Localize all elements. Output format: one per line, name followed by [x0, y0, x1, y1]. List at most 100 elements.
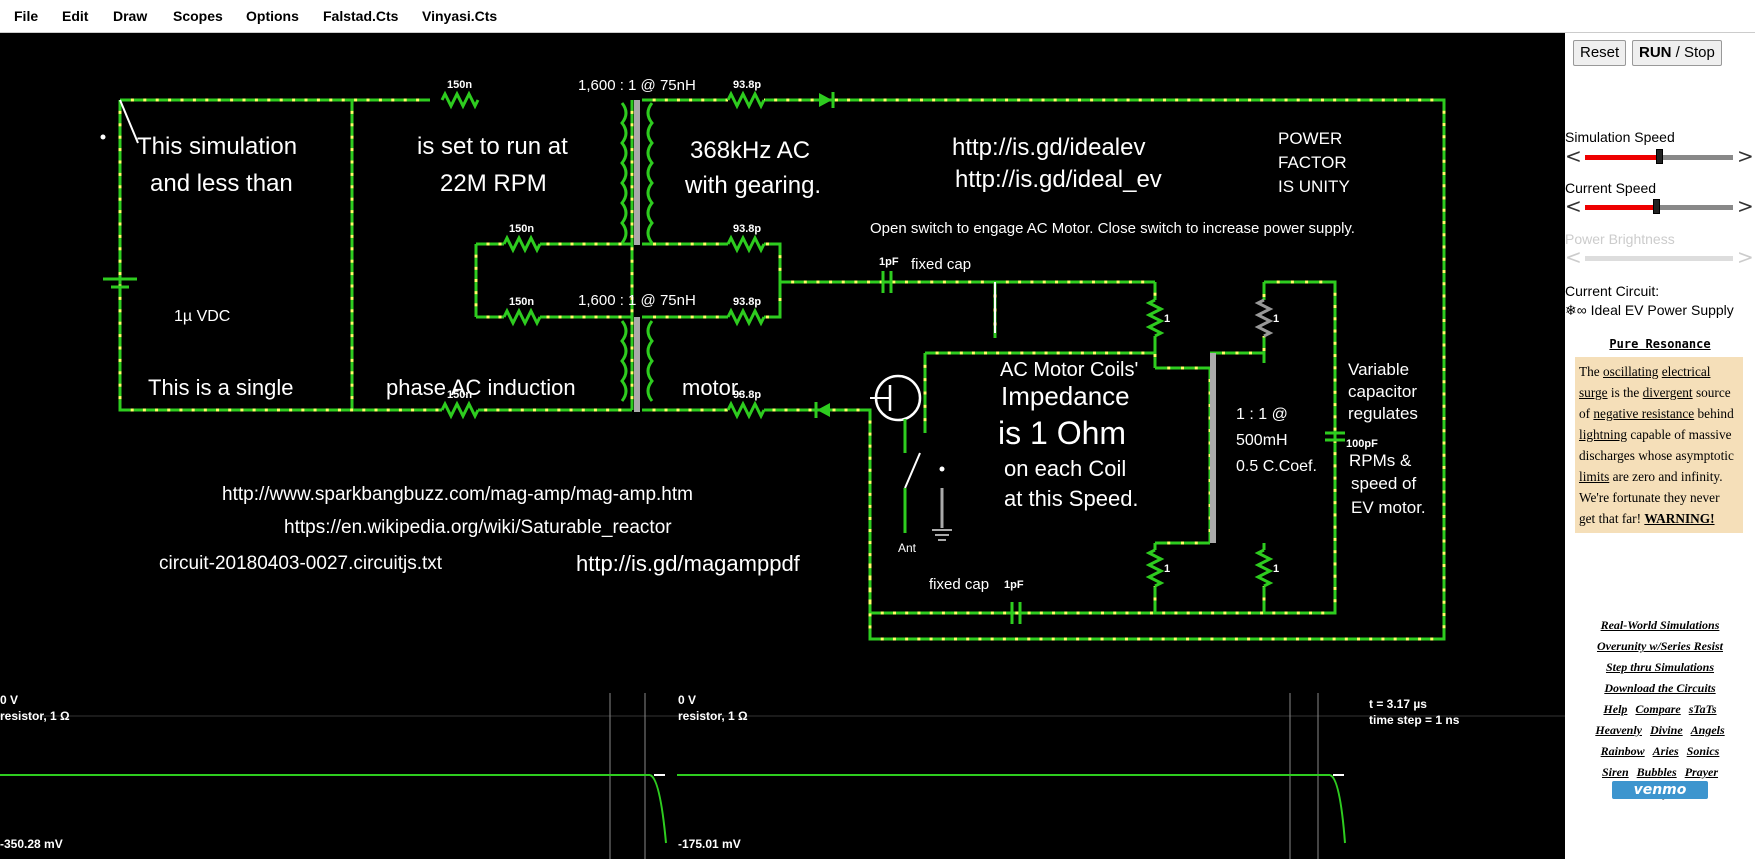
svg-text:and less than: and less than — [150, 170, 293, 197]
svg-text:is set to run at: is set to run at — [417, 133, 568, 160]
note-text: capable of massive discharges whose asym… — [1579, 427, 1734, 463]
warning-link[interactable]: WARNING! — [1644, 511, 1715, 526]
svg-text:100pF: 100pF — [1346, 438, 1378, 450]
svg-text:0 V: 0 V — [678, 693, 696, 707]
svg-text:Impedance: Impedance — [1001, 381, 1130, 411]
note-link[interactable]: lightning — [1579, 427, 1628, 442]
capacitor-1pf-top — [881, 271, 893, 293]
reset-button[interactable]: Reset — [1573, 40, 1627, 66]
svg-text:circuit-20180403-0027.circuitj: circuit-20180403-0027.circuitjs.txt — [159, 553, 443, 574]
switch-left[interactable] — [100, 99, 139, 144]
chevron-right-icon: > — [1737, 245, 1754, 269]
sidebar: Reset RUN / Stop Simulation Speed < > Cu… — [1565, 33, 1755, 859]
svg-text:motor.: motor. — [682, 375, 743, 400]
sidebar-link[interactable]: Bubbles — [1636, 765, 1677, 779]
stop-label: / Stop — [1671, 44, 1715, 61]
scope-panel[interactable]: 0 V resistor, 1 Ω -350.28 mV 0 V resisto… — [0, 693, 1565, 859]
svg-text:-350.28 mV: -350.28 mV — [0, 837, 63, 851]
sidebar-link[interactable]: Aries — [1652, 744, 1679, 758]
pure-resonance-title[interactable]: Pure Resonance — [1609, 337, 1711, 351]
sidebar-link[interactable]: Compare — [1635, 702, 1681, 716]
resistor-label: 93.8p — [733, 223, 761, 235]
menu-file[interactable]: File — [14, 8, 39, 24]
current-speed-slider[interactable]: < > — [1565, 194, 1755, 218]
slider-fill — [1585, 155, 1659, 160]
svg-text:phase AC induction: phase AC induction — [386, 375, 576, 400]
svg-text:capacitor: capacitor — [1348, 382, 1417, 401]
note-text: behind — [1694, 406, 1734, 421]
sidebar-link[interactable]: Siren — [1601, 765, 1629, 779]
menu-draw[interactable]: Draw — [113, 8, 148, 24]
link-row: Download the Circuits — [1565, 678, 1755, 699]
note-text: source of — [1579, 385, 1731, 421]
sidebar-link[interactable]: Prayer — [1684, 765, 1719, 779]
svg-text:speed of: speed of — [1351, 474, 1416, 493]
note-link[interactable]: negative resistance — [1593, 406, 1695, 421]
svg-text:-175.01 mV: -175.01 mV — [678, 837, 741, 851]
svg-text:1pF: 1pF — [1004, 579, 1024, 591]
sidebar-link[interactable]: Download the Circuits — [1604, 681, 1716, 695]
svg-text:0.5 C.Coef.: 0.5 C.Coef. — [1236, 458, 1317, 475]
slider-thumb[interactable] — [1656, 149, 1663, 164]
chevron-left-icon[interactable]: < — [1565, 194, 1582, 218]
svg-text:1pF: 1pF — [879, 256, 899, 268]
sidebar-link[interactable]: Sonics — [1686, 744, 1720, 758]
resistor — [502, 234, 542, 254]
slider-thumb[interactable] — [1653, 199, 1661, 214]
dc-source — [103, 277, 137, 289]
resistor — [726, 90, 766, 110]
note-link[interactable]: electrical surge — [1579, 364, 1711, 400]
menu-falstad-cts[interactable]: Falstad.Cts — [323, 8, 399, 24]
venmo-button[interactable]: venmo — [1612, 781, 1708, 799]
resistor — [726, 307, 766, 327]
transformer-2 — [620, 317, 654, 412]
svg-text:AC Motor Coils': AC Motor Coils' — [1000, 359, 1138, 381]
menu-vinyasi-cts[interactable]: Vinyasi.Cts — [422, 8, 498, 24]
transformer-3 — [1210, 353, 1216, 543]
sidebar-link[interactable]: Overunity w/Series Resist — [1596, 639, 1723, 653]
note-link[interactable]: limits — [1579, 469, 1610, 484]
sidebar-link[interactable]: Step thru Simulations — [1605, 660, 1715, 674]
sidebar-link[interactable]: sTaTs — [1688, 702, 1717, 716]
svg-text:RPMs &: RPMs & — [1349, 451, 1412, 470]
resistor-label: 1 — [1273, 563, 1279, 575]
note-text: The — [1579, 364, 1603, 379]
chevron-right-icon[interactable]: > — [1737, 194, 1754, 218]
link-row: Real-World Simulations — [1565, 615, 1755, 636]
capacitor-100pf — [1325, 431, 1345, 442]
menu-edit[interactable]: Edit — [62, 8, 89, 24]
circuit-texts: This simulation and less than is set to … — [137, 77, 1426, 593]
note-link[interactable]: oscillating — [1603, 364, 1659, 379]
svg-text:1,600 : 1 @ 75nH: 1,600 : 1 @ 75nH — [578, 292, 696, 309]
menu-options[interactable]: Options — [246, 8, 299, 24]
link-row: Help Compare sTaTs — [1565, 699, 1755, 720]
sidebar-link[interactable]: Divine — [1649, 723, 1683, 737]
svg-text:1,600 : 1 @ 75nH: 1,600 : 1 @ 75nH — [578, 77, 696, 94]
transformer-1 — [620, 100, 654, 245]
svg-text:https://en.wikipedia.org/wiki/: https://en.wikipedia.org/wiki/Saturable_… — [284, 517, 672, 538]
resistor-label: 93.8p — [733, 296, 761, 308]
svg-text:http://www.sparkbangbuzz.com/m: http://www.sparkbangbuzz.com/mag-amp/mag… — [222, 484, 693, 505]
sidebar-link[interactable]: Real-World Simulations — [1600, 618, 1720, 632]
note-text: are zero and infinity. We're fortunate t… — [1579, 469, 1723, 526]
link-row: Rainbow Aries Sonics — [1565, 741, 1755, 762]
sidebar-link[interactable]: Angels — [1690, 723, 1725, 737]
resistor-label: 1 — [1164, 563, 1170, 575]
resistor — [726, 400, 766, 420]
pure-resonance-note: The oscillating electrical surge is the … — [1575, 357, 1743, 533]
note-link[interactable]: divergent — [1642, 385, 1693, 400]
resistor-label: 150n — [447, 79, 472, 91]
resistor — [726, 234, 766, 254]
chevron-right-icon[interactable]: > — [1737, 144, 1754, 168]
sidebar-link[interactable]: Heavenly — [1595, 723, 1642, 737]
svg-text:Variable: Variable — [1348, 360, 1409, 379]
sidebar-link[interactable]: Rainbow — [1600, 744, 1645, 758]
run-stop-button[interactable]: RUN / Stop — [1632, 40, 1722, 66]
menu-scopes[interactable]: Scopes — [173, 8, 223, 24]
svg-text:http://is.gd/ideal_ev: http://is.gd/ideal_ev — [955, 166, 1162, 193]
sidebar-link[interactable]: Help — [1603, 702, 1628, 716]
chevron-left-icon[interactable]: < — [1565, 144, 1582, 168]
simulation-speed-slider[interactable]: < > — [1565, 144, 1755, 168]
svg-text:Open switch to engage AC Motor: Open switch to engage AC Motor. Close sw… — [870, 220, 1355, 237]
